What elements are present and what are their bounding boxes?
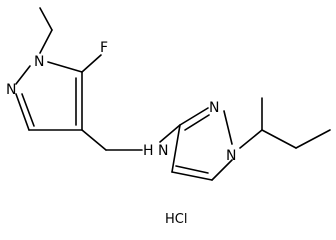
atom-fluorine: F (100, 40, 108, 56)
bond-n1r-c5r (211, 159, 233, 181)
bond-ch-ch2 (261, 129, 297, 149)
bond-n2-c3-double (21, 93, 35, 127)
bond-ch2-ch3 (295, 129, 331, 149)
bond-c5-fluorine (81, 54, 102, 73)
bond-c5-n1 (47, 61, 83, 73)
bond-nh-c3-right (159, 124, 181, 143)
bond-n2r-n1r (223, 110, 233, 145)
bond-c5r-c4r (171, 171, 213, 181)
bond-n1-n2 (15, 65, 31, 85)
chemical-structure: N N F H N N N HCl (6, 7, 331, 227)
atom-n1-right: N (226, 148, 236, 164)
bond-c5r-c4r-double (175, 165, 209, 174)
atom-n2-left: N (6, 82, 16, 98)
bond-ethyl-ch3-ch2 (39, 7, 53, 31)
atom-labels: N N F H N N N (6, 40, 236, 164)
atom-amine-nh: H N (143, 143, 168, 159)
atom-n2-right: N (209, 100, 219, 116)
bond-c3r-n2r-double (184, 114, 210, 131)
atom-n1-left: N (34, 54, 44, 70)
bonds (15, 7, 331, 181)
bond-ethyl-ch2-n1 (39, 29, 53, 54)
bond-c4-ch2 (81, 129, 107, 151)
bond-c4r-c3r (171, 124, 181, 173)
bond-n1r-ch (239, 129, 263, 149)
bond-c3r-n2r (179, 107, 209, 126)
salt-label-hcl: HCl (165, 212, 187, 227)
bond-n2-c3 (15, 93, 30, 131)
